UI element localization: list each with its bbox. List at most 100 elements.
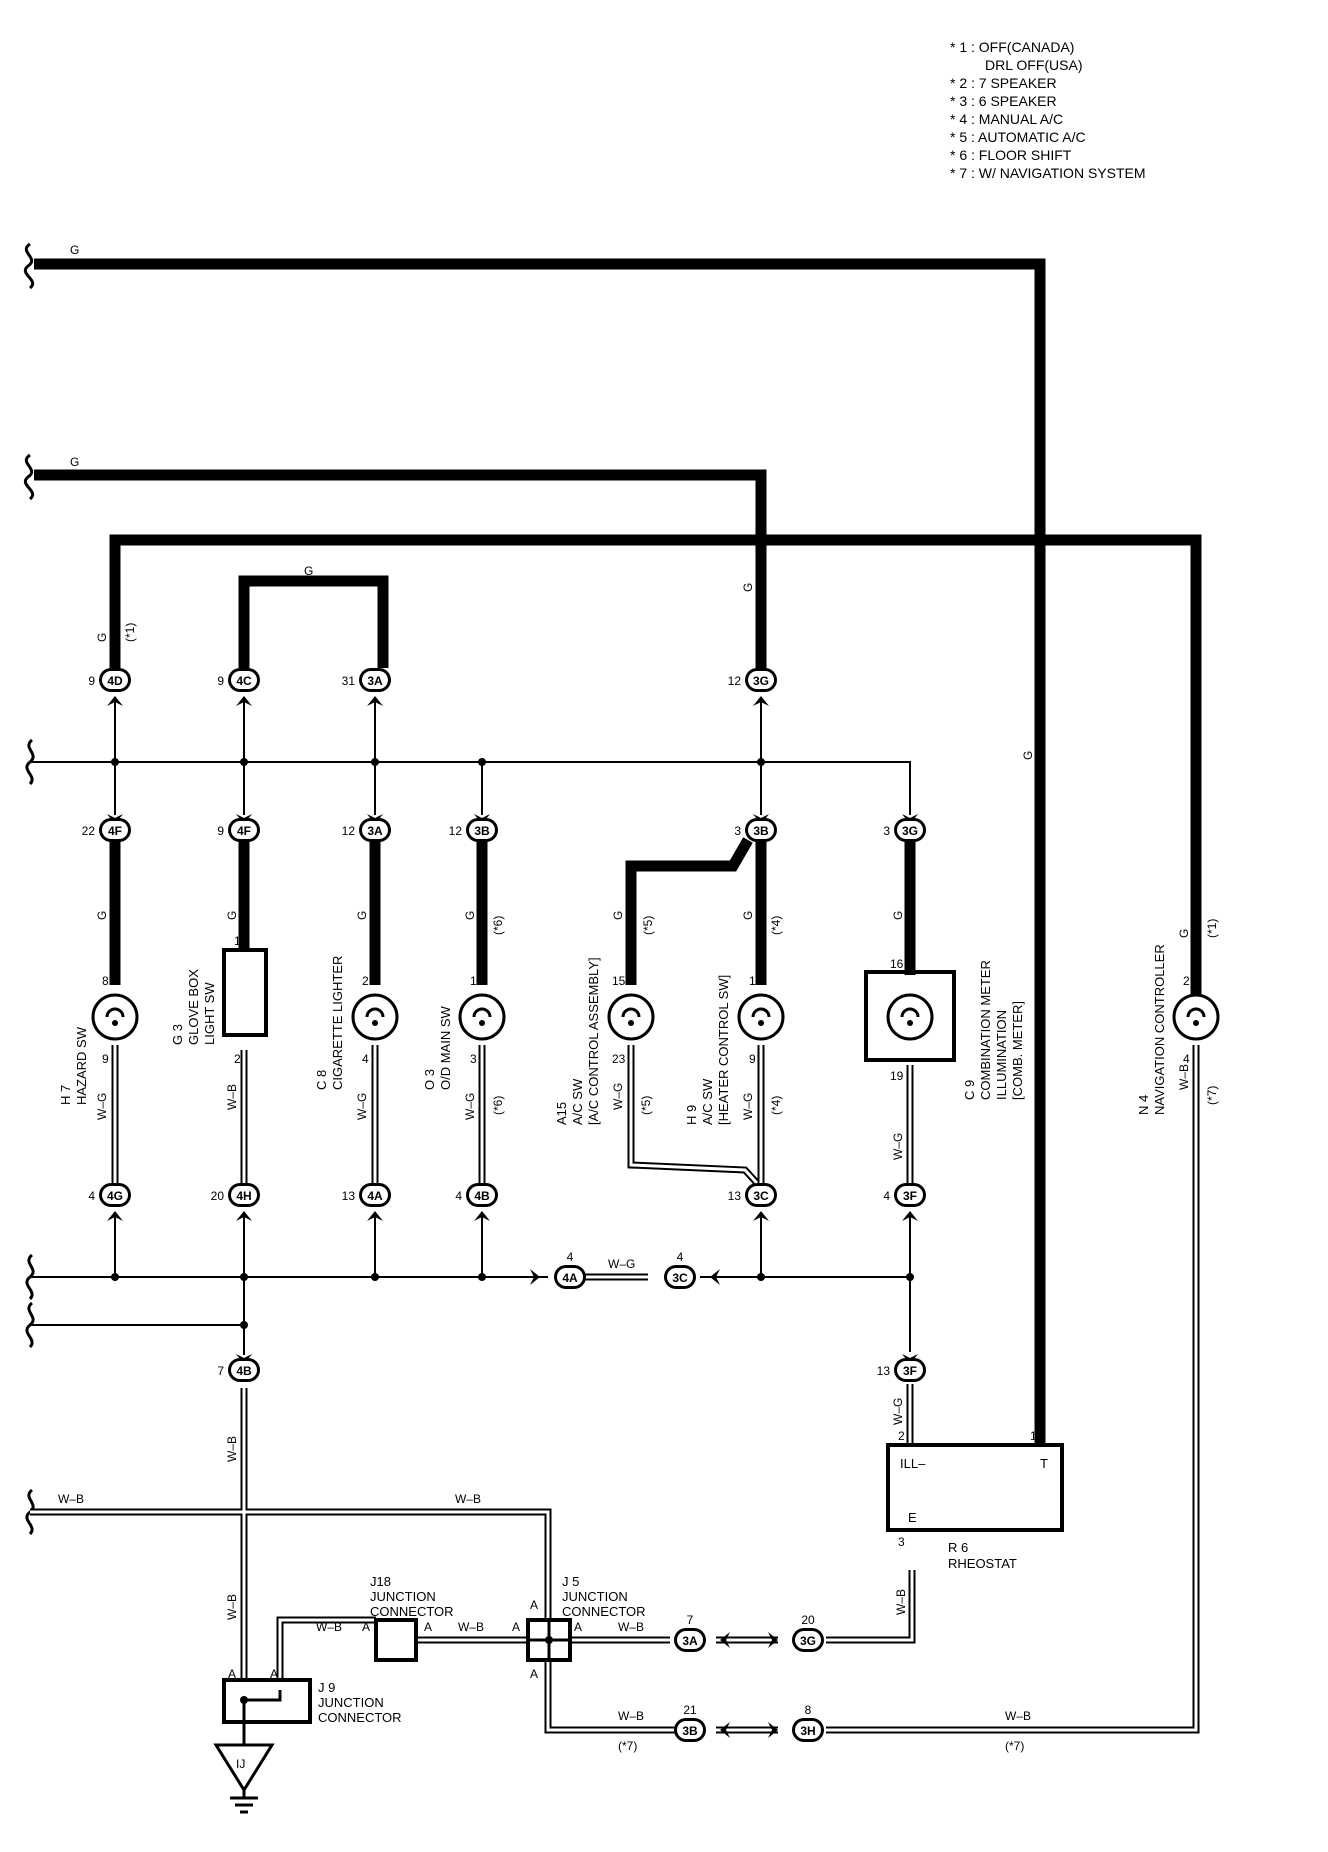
junction-dots <box>111 758 914 1329</box>
connector-pin: 31 <box>342 674 356 688</box>
connector-id: 4F <box>237 824 251 838</box>
connector-id: 3G <box>800 1634 816 1648</box>
connector-id: 4A <box>562 1271 578 1285</box>
svg-text:J 9: J 9 <box>318 1680 335 1695</box>
connector-pin: 4 <box>677 1250 684 1264</box>
connector-id: 4B <box>474 1189 490 1203</box>
striped-wires <box>30 1045 1200 1734</box>
svg-text:G: G <box>611 911 625 920</box>
svg-text:A: A <box>228 1667 236 1681</box>
bulb-dots <box>112 1020 1199 1026</box>
connector-pin: 7 <box>687 1613 694 1627</box>
cig-bulb-icon <box>351 993 399 1041</box>
connector-arrow-icon <box>236 696 252 706</box>
connector-id: 3B <box>682 1724 698 1738</box>
svg-text:A: A <box>270 1667 278 1681</box>
svg-text:H 9: H 9 <box>684 1105 699 1125</box>
connector-pin: 7 <box>217 1364 224 1378</box>
svg-text:(*6): (*6) <box>491 1096 505 1115</box>
svg-text:2: 2 <box>898 1429 905 1443</box>
svg-text:W–G: W–G <box>741 1093 755 1120</box>
svg-text:W–G: W–G <box>611 1083 625 1110</box>
svg-text:9: 9 <box>749 1052 756 1066</box>
svg-text:JUNCTION: JUNCTION <box>370 1589 436 1604</box>
svg-text:W–B: W–B <box>455 1492 481 1506</box>
connector-3F: 3F4 <box>883 1183 926 1221</box>
svg-text:JUNCTION: JUNCTION <box>318 1695 384 1710</box>
comb-meter-box <box>864 970 956 1062</box>
connector-arrow-icon <box>367 1211 383 1221</box>
wire-label-g2: G <box>70 455 79 469</box>
g-wire-acauto <box>625 837 753 985</box>
svg-text:IJ: IJ <box>236 1757 245 1771</box>
svg-text:C 8: C 8 <box>314 1070 329 1090</box>
svg-text:W–B: W–B <box>458 1620 484 1634</box>
svg-text:A: A <box>574 1620 582 1634</box>
svg-text:W–G: W–G <box>355 1093 369 1120</box>
svg-text:W–B: W–B <box>1177 1064 1191 1090</box>
connector-pin: 12 <box>449 824 463 838</box>
svg-text:[A/C CONTROL ASSEMBLY]: [A/C CONTROL ASSEMBLY] <box>586 957 601 1125</box>
svg-text:W–B: W–B <box>316 1620 342 1634</box>
svg-text:ILL–: ILL– <box>900 1456 926 1471</box>
connector-3B: 3B3 <box>734 814 777 842</box>
svg-text:1: 1 <box>749 974 756 988</box>
legend-line-5: * 4 : MANUAL A/C <box>950 111 1063 127</box>
connector-id: 3F <box>903 1189 917 1203</box>
connector-id: 3B <box>474 824 490 838</box>
legend-line-3: * 2 : 7 SPEAKER <box>950 75 1057 91</box>
connector-arrow-icon <box>710 1269 720 1285</box>
svg-text:R 6: R 6 <box>948 1540 968 1555</box>
hazard-bulb-icon <box>91 993 139 1041</box>
j18-box <box>374 1618 418 1662</box>
ground-symbol <box>213 1722 275 1814</box>
nav-bulb-icon <box>1172 993 1220 1041</box>
g-wire-second <box>34 469 767 668</box>
connector-pin: 21 <box>683 1703 697 1717</box>
wire-label-t1-left: (*1) <box>123 623 137 642</box>
svg-text:1: 1 <box>470 974 477 988</box>
svg-text:J 5: J 5 <box>562 1574 579 1589</box>
wire-label-g1: G <box>70 243 79 257</box>
connector-arrow-icon <box>236 1211 252 1221</box>
break-2 <box>24 453 34 501</box>
connector-pin: 13 <box>342 1189 356 1203</box>
svg-text:15: 15 <box>612 974 626 988</box>
connector-pin: 13 <box>728 1189 742 1203</box>
svg-text:W–B: W–B <box>1005 1709 1031 1723</box>
break-1 <box>24 242 34 290</box>
connector-pin: 12 <box>728 674 742 688</box>
g-wire-loop <box>238 575 389 668</box>
svg-text:CIGARETTE LIGHTER: CIGARETTE LIGHTER <box>330 956 345 1090</box>
connector-id: 3H <box>800 1724 815 1738</box>
wire-labels: G G G G (*1) G G G G G G (*6) G (*5) G (… <box>58 243 1219 1753</box>
svg-text:W–G: W–G <box>463 1093 477 1120</box>
svg-text:G: G <box>463 911 477 920</box>
svg-text:CONNECTOR: CONNECTOR <box>370 1604 454 1619</box>
connector-4C: 4C9 <box>217 668 260 706</box>
svg-text:CONNECTOR: CONNECTOR <box>562 1604 646 1619</box>
connector-pin: 4 <box>88 1189 95 1203</box>
svg-text:4: 4 <box>1183 1052 1190 1066</box>
connector-4A: 4A4 <box>530 1250 586 1289</box>
svg-text:23: 23 <box>612 1052 626 1066</box>
connector-3A: 3A7 <box>674 1613 730 1652</box>
rheostat-box <box>886 1443 1064 1532</box>
glove-box-switch <box>222 948 268 1037</box>
connector-pin: 3 <box>734 824 741 838</box>
svg-text:GLOVE BOX: GLOVE BOX <box>186 969 201 1045</box>
connector-3H: 3H8 <box>768 1703 824 1742</box>
svg-text:A: A <box>512 1620 520 1634</box>
svg-text:G 3: G 3 <box>170 1024 185 1045</box>
wire-label-g-right: G <box>1021 751 1035 760</box>
svg-text:A: A <box>424 1620 432 1634</box>
connector-pin: 4 <box>455 1189 462 1203</box>
main-g-wires <box>34 258 1202 1445</box>
svg-text:O 3: O 3 <box>422 1069 437 1090</box>
svg-text:G: G <box>225 911 239 920</box>
legend-line-8: * 7 : W/ NAVIGATION SYSTEM <box>950 165 1146 181</box>
